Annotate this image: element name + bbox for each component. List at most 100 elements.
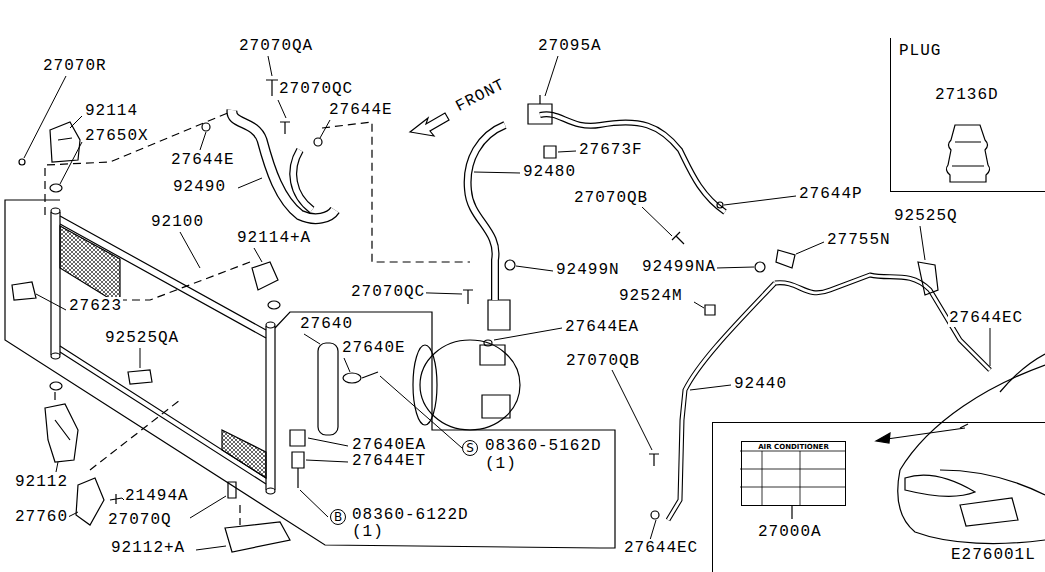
callout-number: E276001L [950,546,1037,564]
callout-number: 27070R [42,57,108,75]
bolt [672,232,684,244]
callout-number: 92525Q [893,207,959,225]
symbol-circle: B [330,509,346,525]
callout-number: 21494A [124,487,190,505]
callout-number: 92114 [84,102,139,120]
bracket [76,478,104,525]
cap [755,262,765,272]
callout-number: 27070Q [107,511,173,529]
bracket [252,262,278,290]
pressure-switch [12,282,36,300]
rubber [268,301,280,309]
bracket [45,404,78,462]
bolt [19,159,25,165]
plug-icon [946,125,989,182]
clip [128,370,152,384]
label-grid [740,451,845,505]
callout-number: 27650X [84,127,150,145]
callout-number: (1) [484,455,518,473]
car-front [898,354,1045,544]
callout-number: 92525QA [104,329,180,347]
callout-number: 27070QB [565,352,641,370]
bolt [280,122,290,134]
callout-number: 27640E [341,339,407,357]
callout-number: 92440 [733,375,788,393]
callout-number: 27623 [68,297,123,315]
callout-number: 27673F [578,141,644,159]
receiver-drier [318,343,338,435]
callout-number: 27644P [798,185,864,203]
bracket [528,95,552,124]
condenser [51,208,275,494]
panel-heading: PLUG [899,42,941,60]
bolt [110,494,122,504]
leader-line [791,505,792,519]
callout-number: (1) [351,523,385,541]
callout-number: 27095A [537,37,603,55]
arrow-head [876,433,890,443]
callout-number: 08360-6122D [351,506,470,524]
hose [232,110,990,520]
part-number: 27136D [935,86,999,104]
callout-number: 27760 [14,508,69,526]
rubber [50,184,62,192]
bracket [50,122,80,162]
callout-number: 92112+A [110,539,186,557]
callout-number: 92524M [618,287,684,305]
plug-panel: PLUG 27136D [890,38,1045,192]
bolt [649,454,659,466]
seal [544,146,556,158]
symbol-letter: B [331,510,345,524]
callout-number: 92480 [522,163,577,181]
callout-number: 92100 [150,213,205,231]
callout-number: 27644EA [564,318,640,336]
callout-number: 92490 [172,178,227,196]
callout-number: 92112 [14,473,69,491]
leader-line [24,56,990,550]
callout-number: 27070QC [350,283,426,301]
o-ring [717,202,723,208]
callout-number: 27644E [328,101,394,119]
o-ring [314,138,322,146]
callout-number: 92499N [555,261,621,279]
bracket [225,522,290,552]
fittings [290,430,305,488]
caution-label: AIR CONDITIONER [741,441,846,506]
direction-arrow [410,113,449,136]
label-panel: 27000A AIR CONDITIONER [712,422,1045,572]
symbol-circle: S [462,440,478,456]
compressor [413,300,520,430]
callout-number: 92114+A [236,229,312,247]
callout-number: 27070QB [573,189,649,207]
callout-number: 27070QC [278,80,354,98]
callout-number: 27640 [299,315,354,333]
dashed-guide [45,112,600,525]
o-ring [202,123,210,131]
cap [505,260,515,270]
pointer-line [880,428,965,440]
bolt [228,482,236,498]
frame-line [5,200,615,548]
clamp [343,373,361,383]
callout-number: FRONT [452,75,509,116]
callout-number: 27644E [170,151,236,169]
bolt [463,290,473,304]
rubber [50,382,62,390]
o-ring [651,511,659,519]
callout-number: 27070QA [238,37,314,55]
clip [918,262,938,295]
callout-number: 27755N [826,231,892,249]
bolt [266,80,278,96]
callout-number: 27644EC [948,309,1024,327]
clip [776,250,795,268]
part-number: 27000A [758,523,822,541]
symbol-letter: S [463,441,477,455]
screw [362,372,378,378]
callout-number: 27644ET [351,452,427,470]
label-heading: AIR CONDITIONER [742,443,845,452]
callout-number: 27644EC [623,539,699,557]
callout-number: 92499NA [641,258,717,276]
cap [705,305,715,315]
callout-number: 08360-5162D [484,437,603,455]
